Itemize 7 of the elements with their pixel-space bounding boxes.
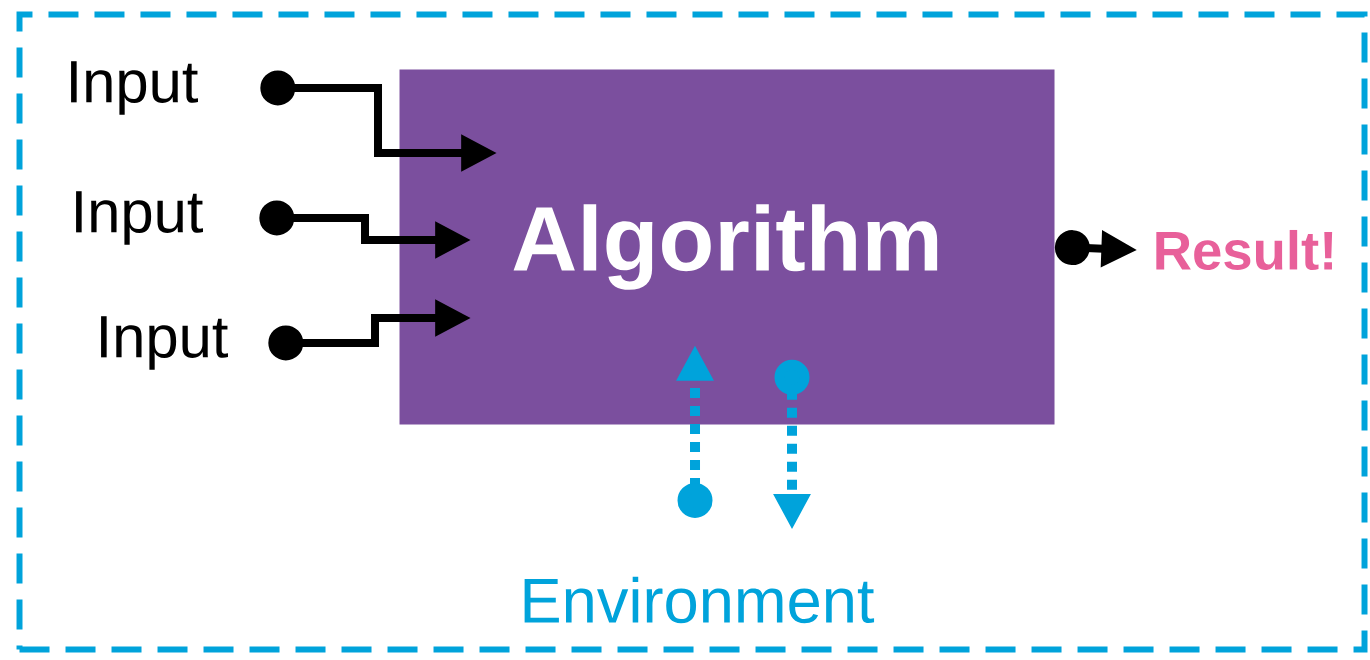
- process-box: Algorithm: [399, 69, 1055, 425]
- environment-label: Environment: [524, 576, 875, 624]
- result-label: Result!: [1156, 229, 1333, 270]
- dashed-frame: [16, 11, 1368, 653]
- input-label: Input: [76, 191, 203, 245]
- input-label: Input: [101, 316, 228, 370]
- input-label: Input: [71, 61, 198, 115]
